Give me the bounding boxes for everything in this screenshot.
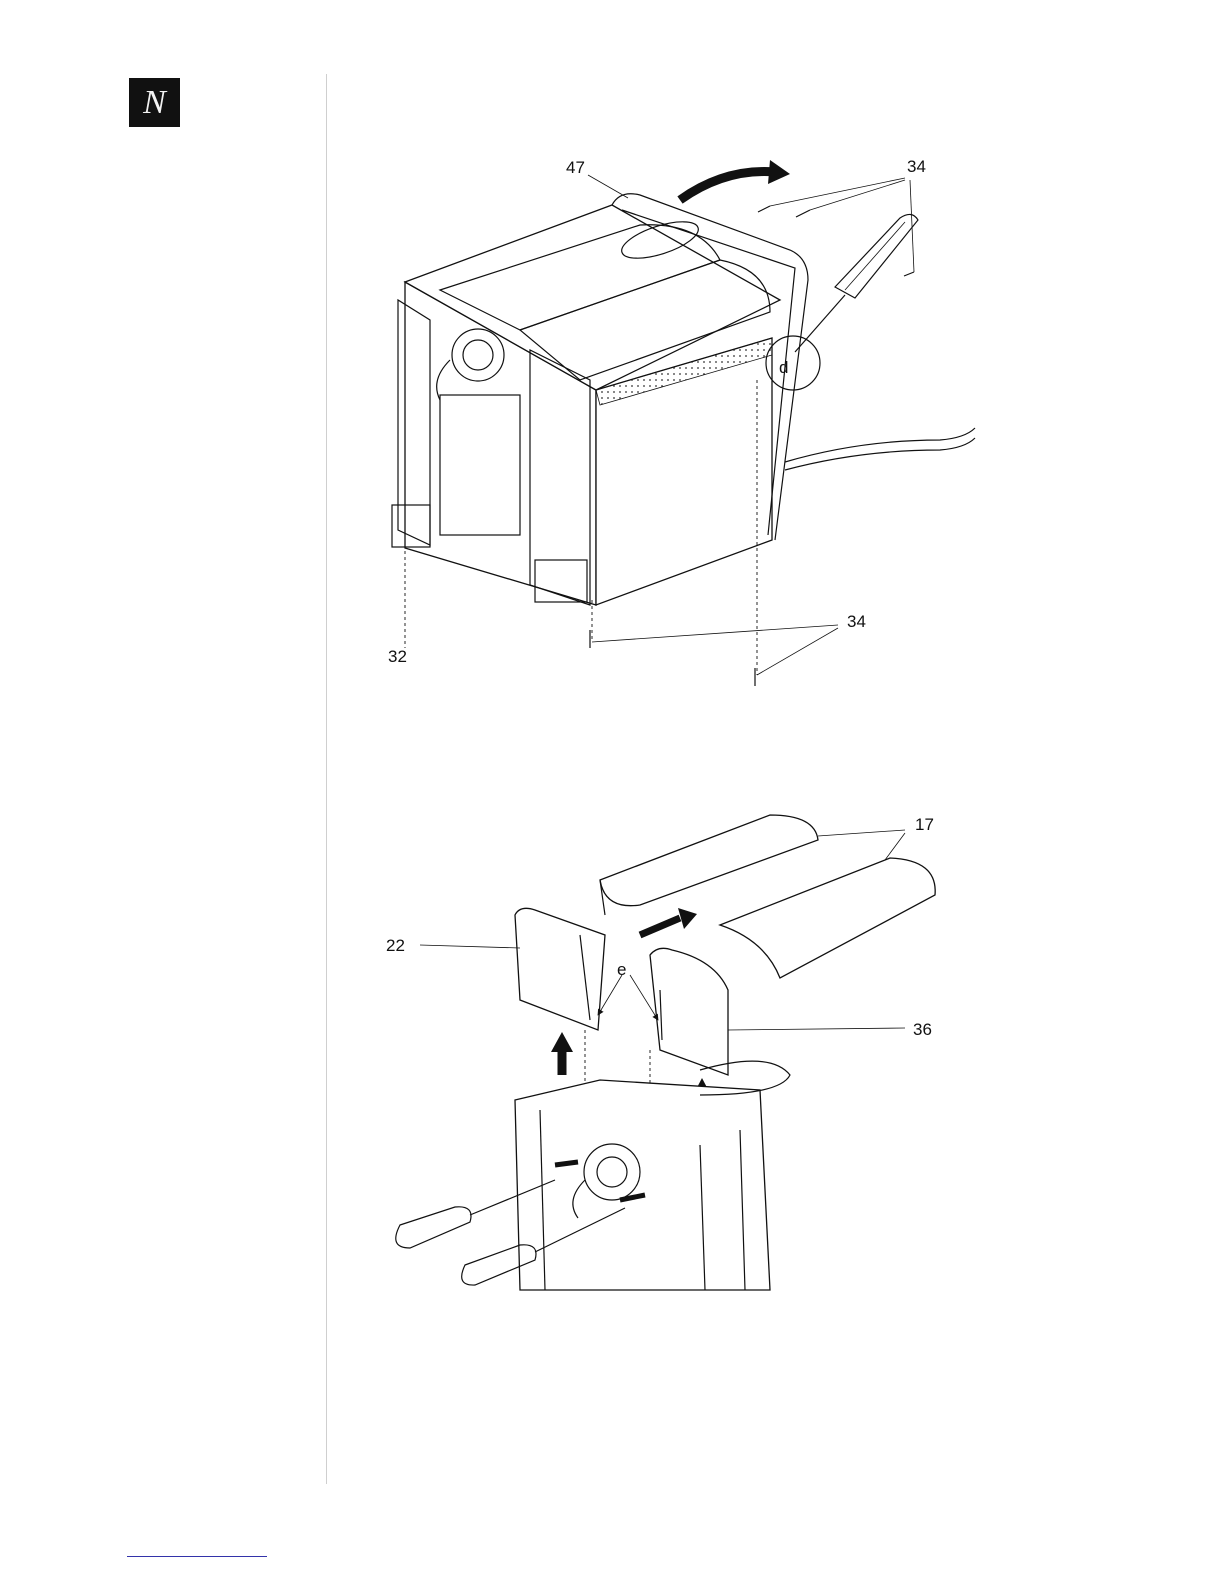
top-cover-2 bbox=[720, 858, 935, 978]
callout-17: 17 bbox=[915, 815, 934, 834]
callout-22: 22 bbox=[386, 936, 405, 955]
leader-17-a bbox=[818, 830, 905, 836]
leader-22 bbox=[420, 945, 520, 948]
leader-47 bbox=[588, 175, 628, 198]
callout-47: 47 bbox=[566, 158, 585, 177]
callout-36: 36 bbox=[913, 1020, 932, 1039]
figure-2-side-panels-removal bbox=[396, 815, 935, 1290]
screwdriver-icon bbox=[795, 214, 918, 352]
slide-arrow-head bbox=[678, 908, 697, 929]
machine-frame bbox=[515, 1080, 770, 1290]
callout-e: e bbox=[617, 960, 626, 979]
rotate-arrow bbox=[680, 172, 775, 200]
side-panel-right bbox=[650, 948, 728, 1075]
leader-34-bottom-b bbox=[757, 628, 838, 675]
lift-arrow-left-head bbox=[551, 1032, 573, 1052]
push-arrow-1 bbox=[555, 1162, 578, 1165]
figure-1-machine-rear-removal bbox=[392, 160, 975, 686]
top-cover-1 bbox=[600, 815, 818, 906]
leader-17-b bbox=[885, 833, 905, 860]
power-cord bbox=[785, 428, 975, 462]
screws-top bbox=[758, 178, 914, 276]
callout-34-top: 34 bbox=[907, 157, 926, 176]
callout-34-bottom: 34 bbox=[847, 612, 866, 631]
slide-arrow bbox=[640, 918, 680, 935]
callout-d: d bbox=[779, 358, 788, 377]
callout-32: 32 bbox=[388, 647, 407, 666]
leader-34-bottom-a bbox=[592, 625, 838, 642]
rotate-arrow-head bbox=[768, 160, 790, 184]
side-panel-left bbox=[515, 908, 605, 1030]
detail-circle bbox=[766, 336, 820, 390]
leader-36 bbox=[728, 1028, 905, 1030]
